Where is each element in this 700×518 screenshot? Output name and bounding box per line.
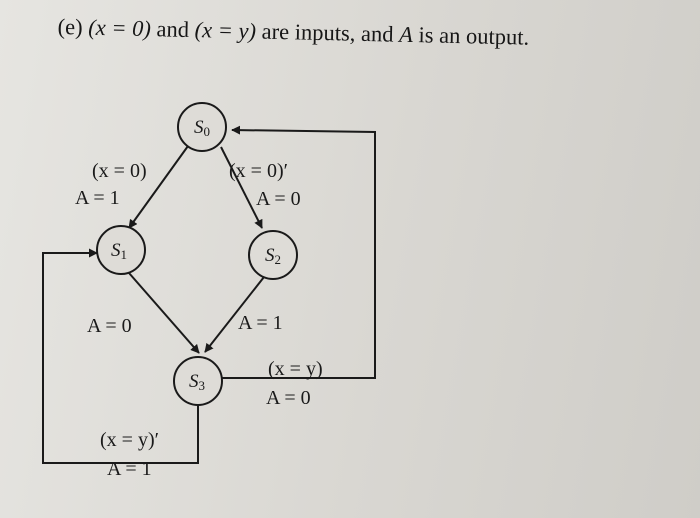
svg-text:S1: S1 bbox=[111, 240, 127, 262]
svg-text:S3: S3 bbox=[189, 371, 205, 393]
state-s3: S3 bbox=[173, 356, 223, 406]
label-s0-s2-cond: (x = 0)′ bbox=[229, 160, 288, 182]
label-s3-s0-out: A = 0 bbox=[266, 387, 311, 409]
edge-s1-s3 bbox=[128, 272, 200, 354]
edge-s3-s0 bbox=[222, 125, 376, 379]
svg-text:S0: S0 bbox=[194, 117, 210, 139]
state-s0: S0 bbox=[177, 102, 227, 152]
state-s2: S2 bbox=[248, 230, 298, 280]
label-s1-s3-out: A = 0 bbox=[87, 315, 132, 337]
label-s0-s1-out: A = 1 bbox=[75, 187, 120, 209]
state-s1: S1 bbox=[96, 225, 146, 275]
label-s0-s2-out: A = 0 bbox=[256, 188, 301, 210]
edge-s0-s1 bbox=[128, 145, 189, 229]
label-s2-s3-out: A = 1 bbox=[238, 312, 283, 334]
label-s0-s1-cond: (x = 0) bbox=[92, 160, 147, 182]
label-s3-s1-cond: (x = y)′ bbox=[100, 429, 159, 451]
label-s3-s1-out: A = 1 bbox=[107, 458, 152, 480]
label-s3-s0-cond: (x = y) bbox=[268, 358, 323, 380]
edge-s0-s2 bbox=[220, 146, 263, 229]
svg-text:S2: S2 bbox=[265, 245, 281, 267]
edge-s3-s1 bbox=[42, 248, 199, 464]
edge-s2-s3 bbox=[204, 276, 265, 353]
